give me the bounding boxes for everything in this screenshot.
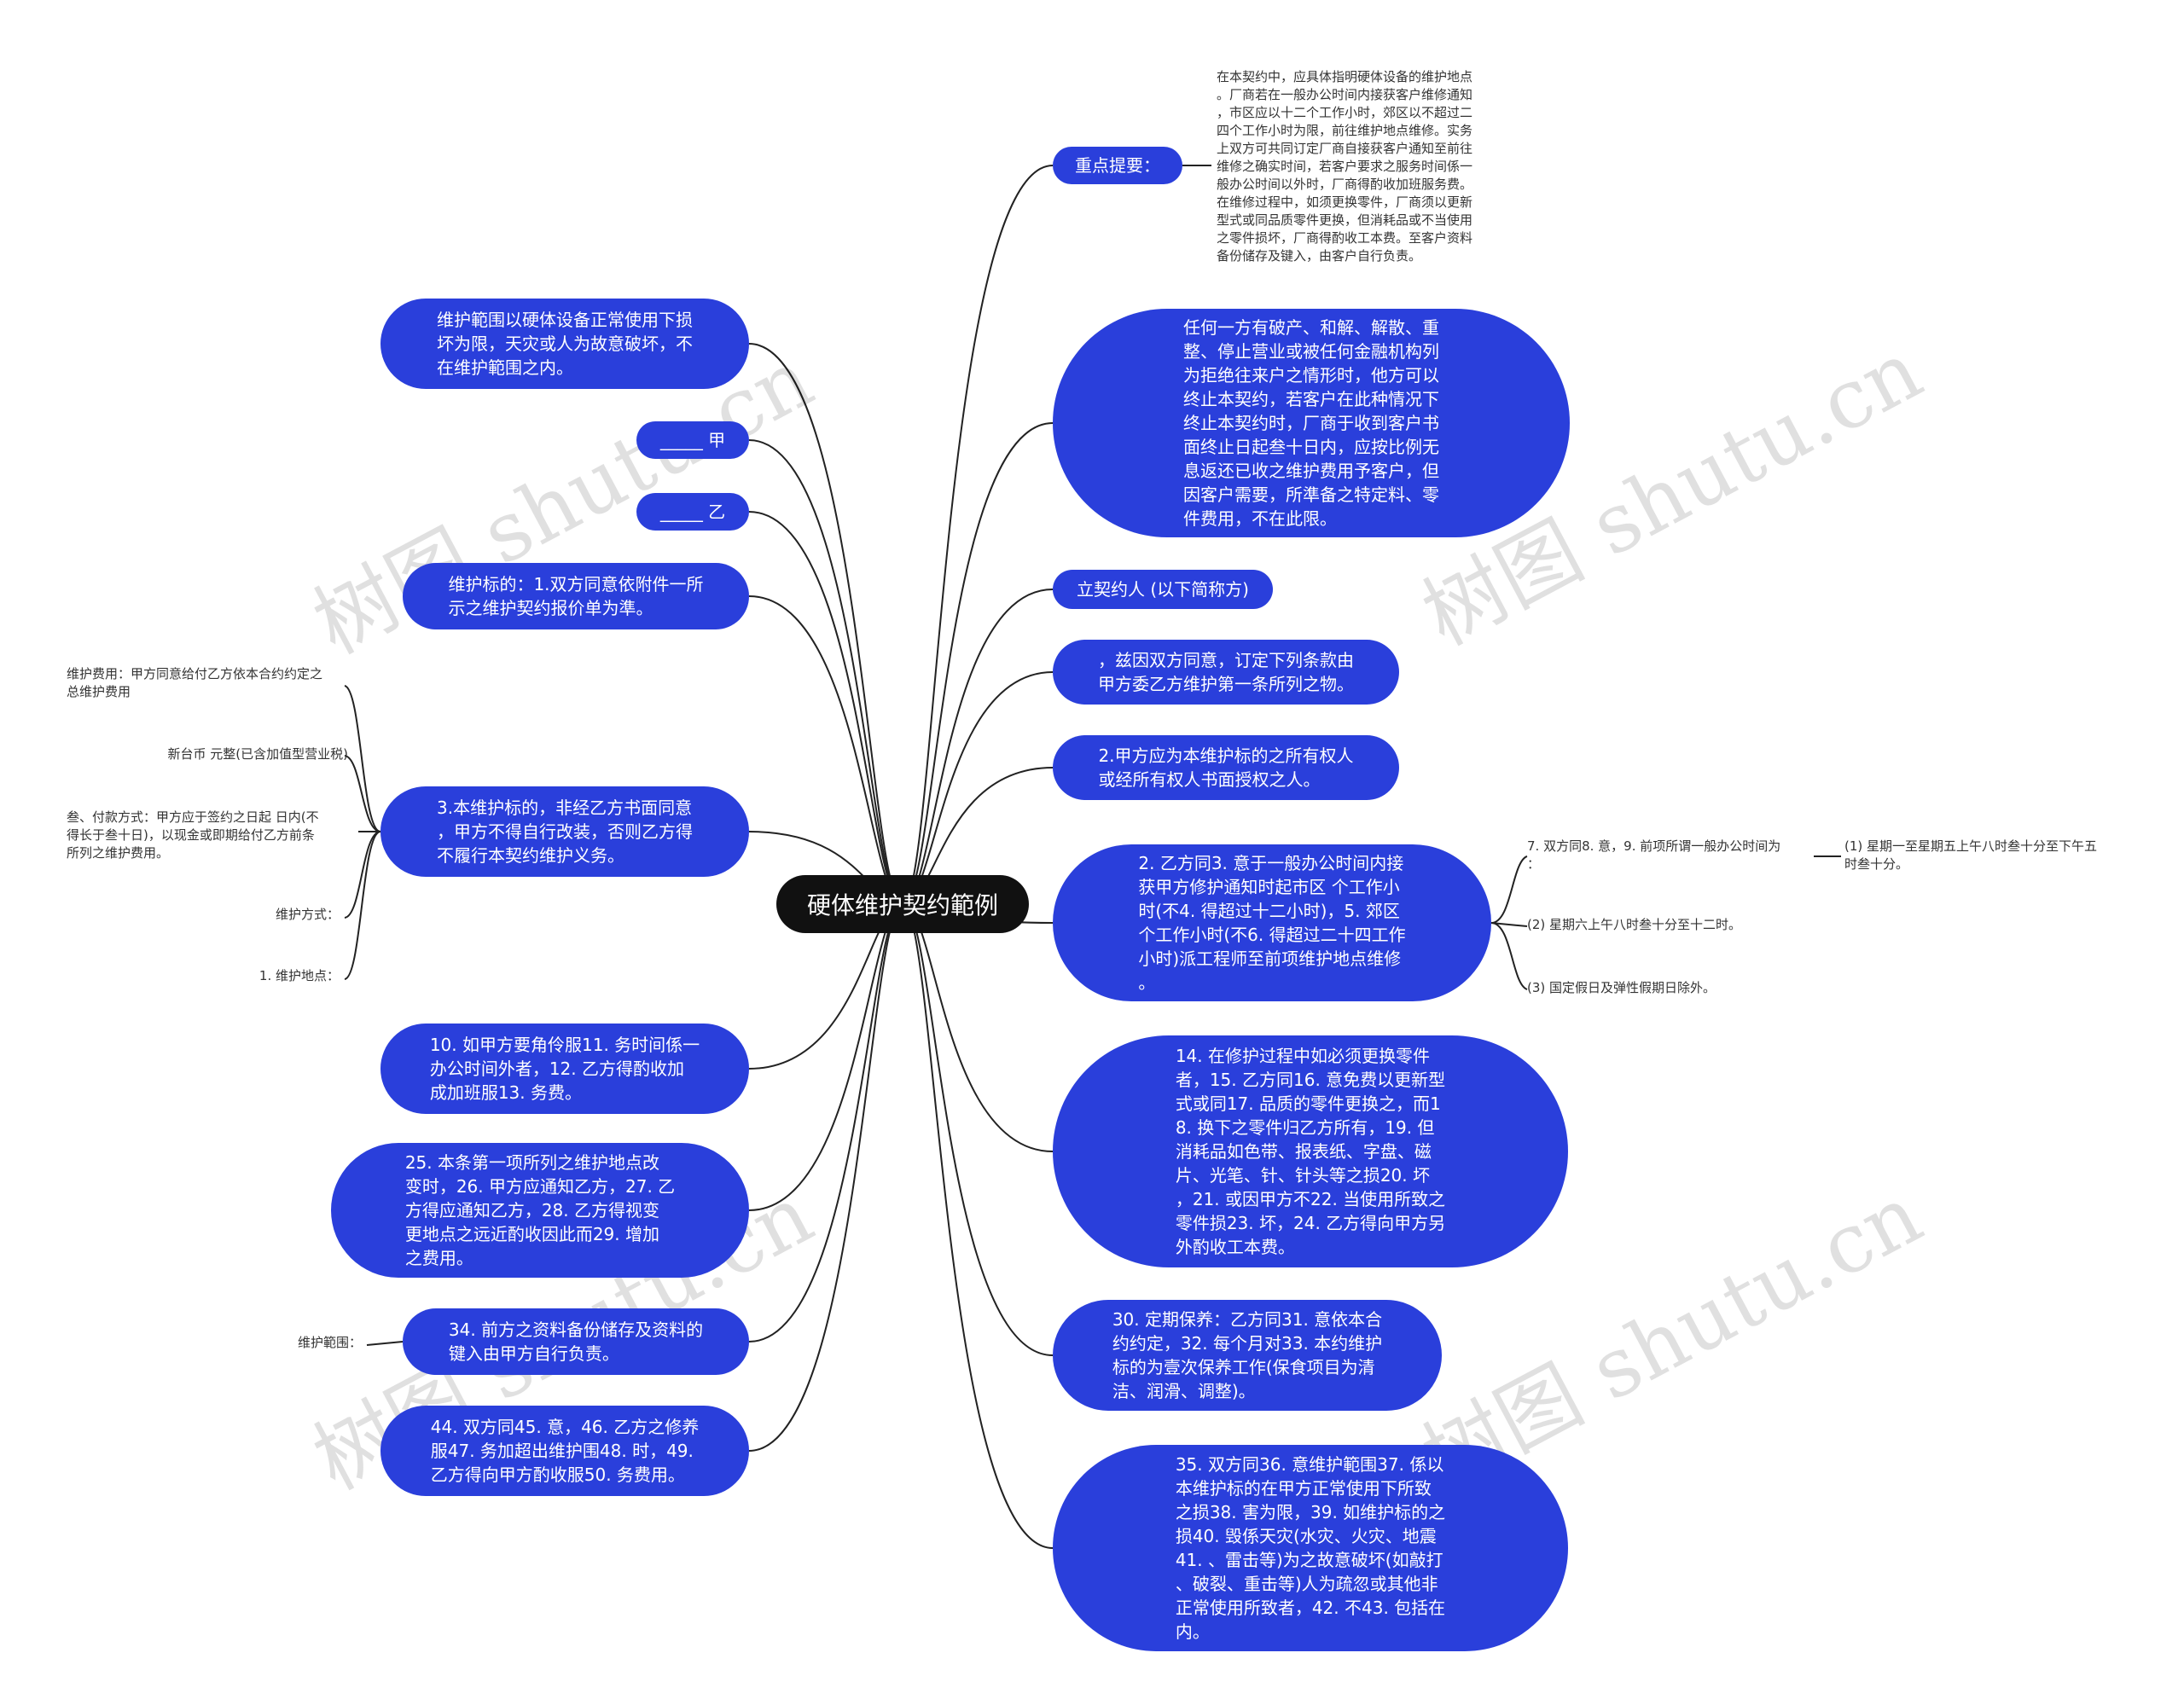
leaf-weekday-hours: (1) 星期一至星期五上午八时叁十分至下午五 时叁十分。 — [1844, 838, 2098, 872]
node-data-backup[interactable]: 34. 前方之资料备份储存及资料的 键入由甲方自行负责。 — [403, 1308, 749, 1375]
connector-right-1 — [902, 165, 1054, 905]
node-party-b[interactable]: _____ 乙 — [636, 493, 749, 531]
leaf-maintenance-method: 维护方式： — [275, 907, 340, 922]
node-scope-limit[interactable]: 维护範围以硬体设备正常使用下损 坏为限，天灾或人为故意破坏，不 在维护範围之内。 — [380, 299, 749, 389]
node-overtime[interactable]: 10. 如甲方要角伶服11. 务时间係一 办公时间外者，12. 乙方得酌收加 成… — [380, 1024, 749, 1114]
connector-left-1 — [748, 343, 903, 905]
connector-left-9 — [748, 903, 903, 1452]
node-location-change[interactable]: 25. 本条第一项所列之维护地点改 变时，26. 甲方应通知乙方，27. 乙 方… — [331, 1143, 749, 1278]
leaf-maintenance-location: 1. 维护地点： — [258, 968, 340, 983]
node-maintenance-target[interactable]: 维护标的：1.双方同意依附件一所 示之维护契约报价单为準。 — [403, 563, 749, 629]
leaf-key-points-note: 在本契约中，应具体指明硬体设备的维护地点 。厂商若在一般办公时间内接获客户维修通… — [1217, 69, 1473, 264]
node-key-points[interactable]: 重点提要： — [1053, 147, 1182, 184]
node-parts-replacement[interactable]: 14. 在修护过程中如必须更换零件 者，15. 乙方同16. 意免费以更新型 式… — [1053, 1035, 1568, 1267]
connector-r6-c — [1490, 922, 1528, 990]
node-no-modification[interactable]: 3.本维护标的，非经乙方书面同意 ，甲方不得自行改装，否则乙方得 不履行本契约维… — [380, 786, 749, 877]
node-termination[interactable]: 任何一方有破产、和解、解散、重 整、停止营业或被任何金融机构列 为拒绝往来户之情… — [1053, 309, 1570, 537]
node-party-a[interactable]: _____ 甲 — [636, 421, 749, 459]
connector-r6-a — [1490, 855, 1528, 924]
leaf-ntd-amount: 新台币 元整(已含加值型营业税) — [167, 746, 348, 762]
node-agreement[interactable]: ，兹因双方同意，订定下列条款由 甲方委乙方维护第一条所列之物。 — [1053, 640, 1399, 705]
node-extra-service[interactable]: 44. 双方同45. 意，46. 乙方之修养 服47. 务加超出维护围48. 时… — [380, 1406, 749, 1496]
node-response-time[interactable]: 2. 乙方同3. 意于一般办公时间内接 获甲方修护通知时起市区 个工作小 时(不… — [1053, 844, 1491, 1001]
node-regular-maintenance[interactable]: 30. 定期保养：乙方同31. 意依本合 约约定，32. 每个月对33. 本约维… — [1053, 1300, 1442, 1411]
connector-l5-e — [344, 831, 381, 980]
connector-l5-b — [344, 755, 381, 832]
connector-left-2 — [748, 439, 903, 905]
leaf-office-hours: 7. 双方同8. 意，9. 前项所谓一般办公时间为 ： — [1527, 838, 1781, 872]
node-maintenance-scope[interactable]: 35. 双方同36. 意维护範围37. 係以 本维护标的在甲方正常使用下所致 之… — [1053, 1445, 1568, 1651]
connector-l5-d — [344, 831, 381, 919]
connector-l8-a — [366, 1341, 404, 1346]
connector-right-9 — [902, 903, 1054, 1549]
connector-right-2 — [902, 422, 1054, 905]
leaf-maintenance-scope-label: 维护範围： — [297, 1335, 362, 1350]
connector-right-3 — [902, 589, 1054, 905]
leaf-holidays: (3) 国定假日及弹性假期日除外。 — [1527, 980, 1716, 995]
leaf-saturday-hours: (2) 星期六上午八时叁十分至十二时。 — [1527, 917, 1742, 932]
node-ownership[interactable]: 2.甲方应为本维护标的之所有权人 或经所有权人书面授权之人。 — [1053, 735, 1399, 800]
leaf-payment-method: 叁、付款方式：甲方应于签约之日起 日内(不 得长于叁十日)，以现金或即期给付乙方… — [67, 809, 319, 861]
connector-r6-b — [1490, 922, 1528, 927]
connector-left-4 — [748, 595, 903, 905]
connector-left-3 — [748, 511, 903, 905]
connector-right-8 — [902, 903, 1054, 1356]
root-topic[interactable]: 硬体维护契约範例 — [776, 875, 1029, 933]
leaf-maintenance-fee: 维护费用：甲方同意给付乙方依本合约约定之 总维护费用 — [67, 666, 323, 699]
node-contracting-party[interactable]: 立契约人 (以下简称方) — [1053, 570, 1273, 609]
connector-right-7 — [902, 903, 1054, 1152]
connector-l5-a — [344, 685, 381, 832]
